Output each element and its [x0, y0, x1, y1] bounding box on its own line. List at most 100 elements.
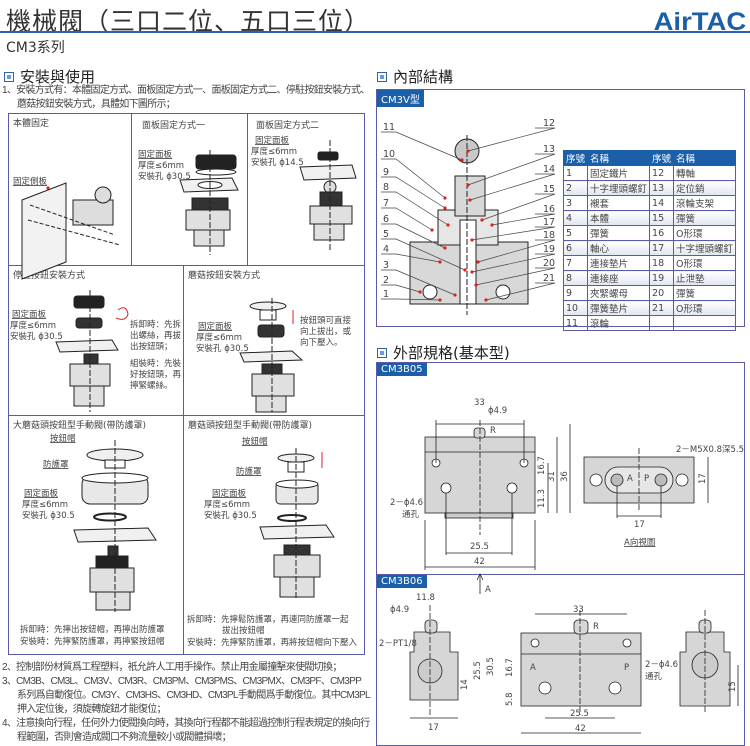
leader-line	[471, 226, 556, 241]
part-no: 11	[562, 315, 589, 331]
note-3: 3、CM3B、CM3L、CM3V、CM3R、CM3PM、CM3PMS、CM3PM…	[2, 676, 362, 687]
part-name: O形環	[673, 225, 737, 241]
park-remove-text: 出按鈕頭；	[130, 341, 173, 352]
callout-panel: 固定面板	[12, 309, 47, 320]
leader-line	[467, 153, 556, 186]
view-a-arrow-label: A	[485, 585, 491, 595]
dim-255: 25.5	[570, 709, 589, 719]
port-a-label: A	[530, 663, 536, 673]
park-remove-text: 拆卸時：先拆	[130, 319, 182, 330]
b06-rear-view: 15	[679, 610, 739, 712]
panel-title: 蘑菇按鈕安裝方式	[188, 271, 261, 281]
through-hole-label: 通孔	[645, 671, 663, 682]
callout-number: 19	[543, 244, 555, 255]
dim-31: 31	[547, 471, 557, 482]
dim-phi49: ϕ4.9	[390, 605, 409, 615]
leader-line	[381, 176, 446, 209]
install-heading: 安裝與使用	[4, 66, 95, 87]
leader-line	[381, 223, 446, 249]
big-mushroom-drawing: 按鈕帽 防護罩 固定面板 厚度≤6mm 安裝孔 ϕ30.5 拆卸時：先擰出按鈕帽…	[20, 433, 165, 647]
internal-panel: CM3V型	[376, 89, 745, 327]
part-name: 十字埋頭螺釘	[673, 240, 737, 256]
leader-line	[491, 213, 556, 226]
callout-panel: 固定面板	[24, 488, 59, 499]
part-no: 10	[562, 300, 589, 316]
callout-number: 13	[543, 144, 555, 155]
leader-line	[381, 158, 446, 199]
part-no: 2	[562, 180, 589, 196]
part-name: 本體	[587, 210, 651, 226]
hole-label: 2－ϕ4.6	[390, 498, 423, 508]
dim-305: 30.5	[486, 657, 496, 676]
internal-heading: 內部結構	[377, 66, 453, 87]
col-no: 序號	[562, 150, 589, 166]
assemble-instruction: 安裝時：先擰緊防護罩，再擰緊按鈕帽	[20, 636, 165, 647]
through-hole-label: 通孔	[402, 509, 420, 520]
dim-36: 36	[560, 471, 570, 482]
note-2: 2、控制部份材質爲工程塑料，衹允許人工用手操作。禁止用金屬撞擊來使閥切換；	[2, 662, 342, 673]
leader-line	[481, 193, 556, 221]
leader-line	[475, 267, 556, 286]
callout-number: 6	[383, 214, 389, 225]
part-name: 連接座	[587, 270, 651, 286]
callout-panel: 固定面板	[138, 149, 173, 160]
install-heading-text: 安裝與使用	[20, 68, 96, 86]
panel-hole: 安裝孔 ϕ14.5	[251, 157, 304, 168]
note-3-cont: 系列爲自動復位。CM3Y、CM3HS、CM3HD、CM3PL手動閥爲手動復位。其…	[17, 690, 371, 701]
dim-58: 5.8	[505, 692, 515, 706]
part-no	[649, 315, 675, 331]
callout-side-plate: 固定側板	[13, 176, 48, 187]
external-heading-text: 外部規格(基本型)	[393, 344, 510, 362]
part-no: 5	[562, 225, 589, 241]
col-no: 序號	[649, 150, 675, 166]
panel-hole: 安裝孔 ϕ30.5	[22, 510, 75, 521]
install-illustrations: 固定側板 固定面板 厚度≤6mm 安裝孔 ϕ30.5 固定面板 厚度≤6mm 安…	[10, 135, 358, 648]
part-no: 18	[649, 255, 675, 271]
part-no: 3	[562, 195, 589, 211]
dim-33: 33	[573, 605, 584, 615]
callout-marker	[470, 270, 474, 274]
dim-167: 16.7	[537, 456, 547, 475]
callout-marker	[438, 298, 442, 302]
callout-marker	[430, 228, 434, 232]
panel-title: 停駐按鈕安裝方式	[13, 271, 86, 281]
leader-line	[477, 239, 556, 263]
panel-fix-2-drawing: 固定面板 厚度≤6mm 安裝孔 ϕ14.5	[251, 135, 357, 250]
part-name: 止泄墊	[673, 270, 737, 286]
callout-number: 9	[383, 167, 389, 178]
hole-label: 2－ϕ4.6	[645, 660, 678, 670]
part-no: 16	[649, 225, 675, 241]
leader-line	[381, 238, 466, 271]
note-4-cont: 程範圍，否則會造成閥口不夠流量較小或閥體損壞；	[17, 732, 232, 743]
park-drawing: 固定面板 厚度≤6mm 安裝孔 ϕ30.5 拆卸時：先拆 出螺絲，再拔 出按鈕頭…	[10, 290, 182, 412]
bullet-square-icon	[377, 347, 387, 358]
dim-167: 16.7	[505, 658, 515, 677]
callout-number: 2	[383, 275, 389, 286]
part-name: 彈簧	[587, 225, 651, 241]
callout-number: 7	[383, 198, 389, 209]
callout-panel: 固定面板	[255, 135, 290, 146]
part-no: 21	[649, 300, 675, 316]
panel-hole: 安裝孔 ϕ30.5	[10, 331, 63, 342]
part-name: 定位銷	[673, 180, 737, 196]
col-name: 名稱	[587, 150, 651, 166]
leader-line	[469, 173, 556, 201]
part-name: 固定鐵片	[587, 165, 651, 181]
callout-marker	[460, 158, 464, 162]
panel-thickness: 厚度≤6mm	[10, 320, 56, 331]
callout-marker	[443, 246, 447, 250]
callout-marker	[480, 218, 484, 222]
part-no: 14	[649, 195, 675, 211]
callout-number: 21	[543, 273, 555, 284]
b06-side-view: 11.8 ϕ4.9 2－PT1/8 14 25.5 30.5 17	[379, 593, 496, 733]
callout-number: 15	[543, 184, 555, 195]
dim-42: 42	[575, 724, 586, 734]
panel-thickness: 厚度≤6mm	[138, 160, 184, 171]
